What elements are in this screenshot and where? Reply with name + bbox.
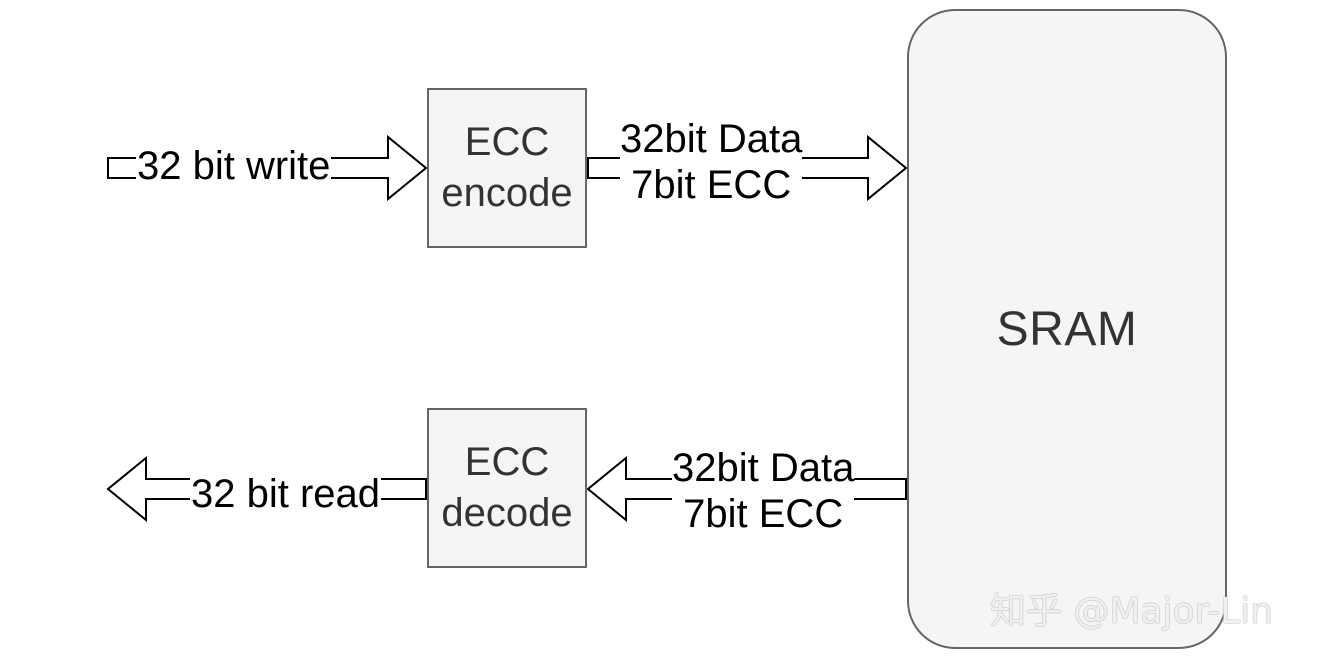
ecc-encode-subtitle: encode (441, 171, 573, 215)
ecc-decode-block: ECC decode (427, 408, 587, 568)
sram-label: SRAM (996, 302, 1138, 356)
sram-to-decode-ecc-width: 7bit ECC (683, 492, 844, 536)
sram-to-decode-data-width: 32bit Data (672, 446, 855, 490)
sram-block: SRAM (907, 9, 1227, 649)
read-arrow-label: 32 bit read (190, 471, 382, 517)
ecc-encode-block: ECC encode (427, 88, 587, 248)
encode-to-sram-ecc-width: 7bit ECC (631, 163, 792, 207)
watermark: 知乎 @Major-Lin (990, 591, 1273, 632)
write-arrow-label: 32 bit write (136, 143, 332, 189)
encode-to-sram-label: 32bit Data 7bit ECC (620, 116, 803, 208)
ecc-decode-title: ECC (464, 440, 550, 484)
sram-to-decode-label: 32bit Data 7bit ECC (672, 445, 855, 537)
ecc-decode-subtitle: decode (441, 491, 573, 535)
encode-to-sram-data-width: 32bit Data (620, 117, 803, 161)
ecc-encode-title: ECC (464, 120, 550, 164)
